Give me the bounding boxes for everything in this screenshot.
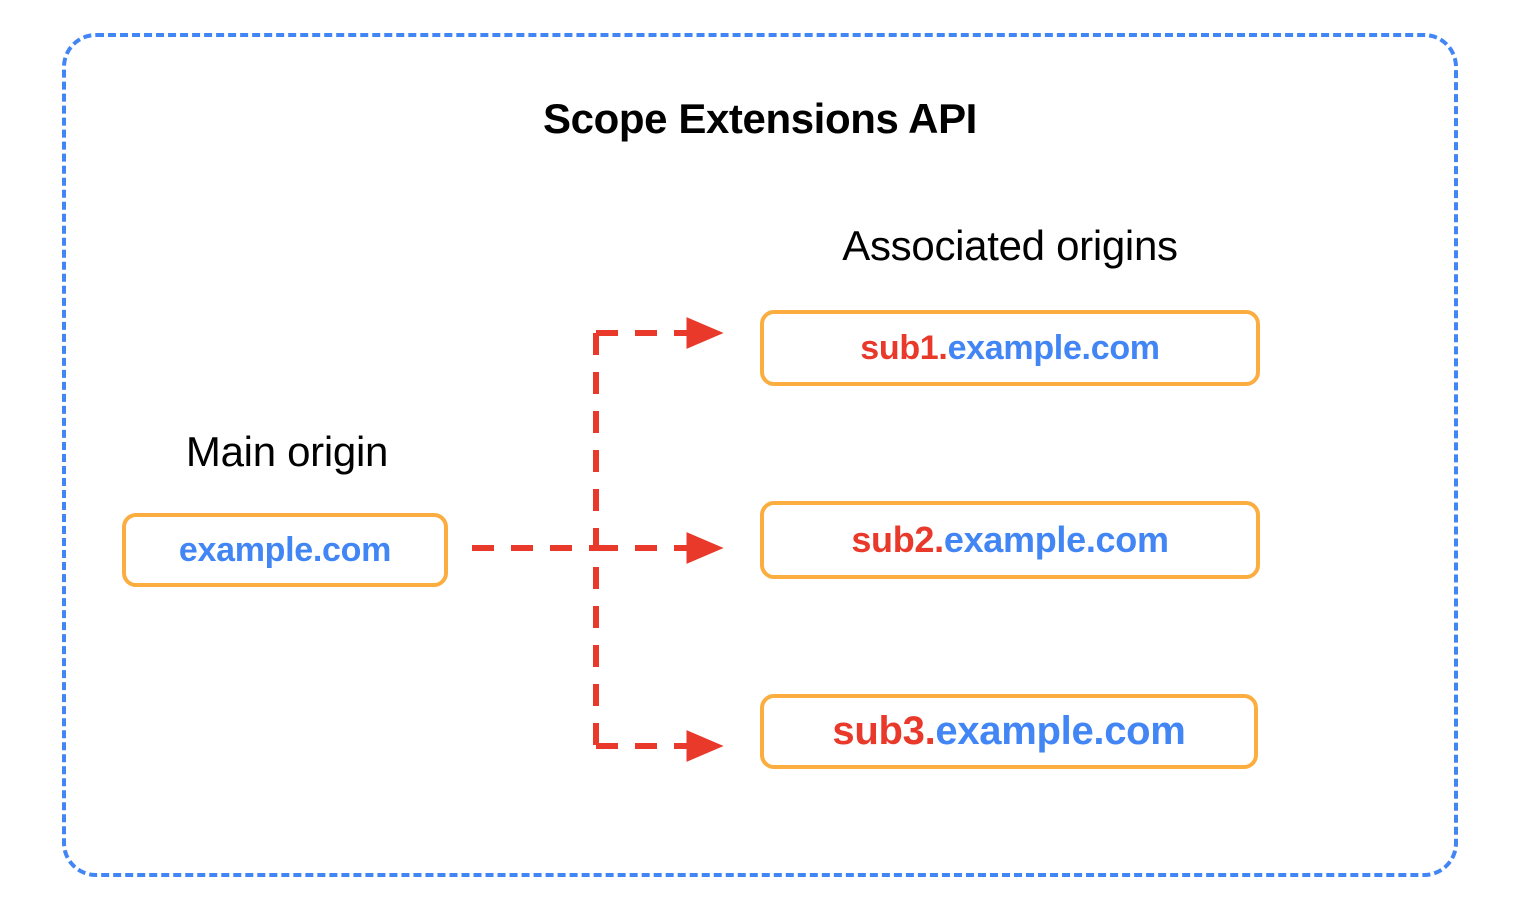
origin-box-sub3[interactable]: sub3.example.com	[760, 694, 1258, 769]
origin-dot-separator: .	[924, 709, 936, 753]
page-title: Scope Extensions API	[543, 95, 977, 142]
origin-box-main[interactable]: example.com	[122, 513, 448, 587]
origin-domain-text: example.com	[943, 519, 1169, 560]
origin-dot-separator: .	[938, 328, 948, 367]
origin-domain-text: example.com	[947, 328, 1160, 367]
origin-domain-text: example.com	[935, 709, 1186, 753]
scope-extensions-frame	[62, 33, 1458, 877]
origin-subdomain-text: sub2	[851, 519, 935, 560]
main-origin-label: Main origin	[185, 428, 389, 475]
origin-box-sub2[interactable]: sub2.example.com	[760, 501, 1260, 579]
origin-subdomain-text: sub3	[832, 709, 925, 753]
origin-box-sub1[interactable]: sub1.example.com	[760, 310, 1260, 386]
origin-domain-text: example.com	[178, 530, 392, 569]
origin-subdomain-text: sub1	[860, 328, 939, 367]
origin-dot-separator: .	[934, 519, 944, 560]
associated-origins-label: Associated origins	[842, 222, 1178, 269]
